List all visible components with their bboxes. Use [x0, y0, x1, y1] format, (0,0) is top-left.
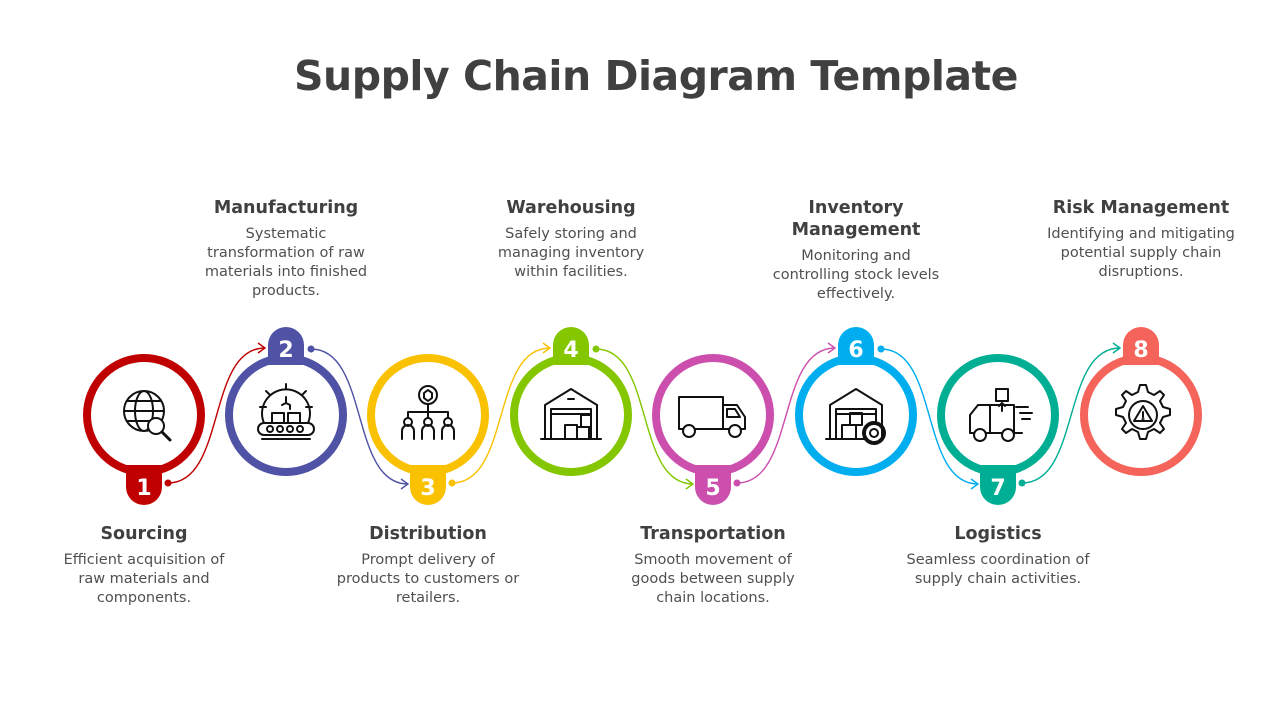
step-3: 3	[367, 354, 489, 505]
step-number-badge	[980, 465, 1016, 505]
step-7: 7	[937, 354, 1059, 505]
step-ring	[937, 354, 1059, 476]
step-number-badge	[1123, 327, 1159, 365]
gear-warning-icon	[1115, 384, 1171, 440]
step-number-badge	[126, 465, 162, 505]
step-number-badge	[268, 327, 304, 365]
step-ring	[83, 354, 205, 476]
step-title: Risk Management	[1052, 198, 1230, 218]
step-title: Logistics	[954, 524, 1042, 544]
step-number: 2	[278, 338, 293, 363]
step-description: Smooth movement of goods between supply …	[631, 552, 795, 606]
step-description: Monitoring and controlling stock levels …	[772, 248, 940, 302]
connector-arrow	[733, 342, 837, 487]
step-number: 4	[563, 338, 578, 363]
step-number-badge	[838, 327, 874, 365]
step-description: Systematic transformation of raw materia…	[204, 226, 368, 299]
distribution-network-icon	[401, 385, 455, 440]
connector-arrow	[1018, 342, 1122, 487]
warehouse-icon	[540, 388, 602, 440]
step-title: Manufacturing	[213, 198, 359, 218]
step-ring	[225, 354, 347, 476]
connector-arrow	[592, 345, 695, 490]
step-number-badge	[553, 327, 589, 365]
step-ring	[652, 354, 774, 476]
step-number: 8	[1133, 338, 1148, 363]
step-5: 5	[652, 354, 774, 505]
page-title: Supply Chain Diagram Template	[294, 52, 1018, 100]
step-description: Seamless coordination of supply chain ac…	[906, 552, 1090, 587]
warehouse-gear-icon	[825, 388, 886, 445]
step-number: 3	[420, 476, 435, 501]
connector-arrow	[164, 342, 267, 487]
step-4: 4	[510, 327, 632, 476]
connector-arrow	[307, 345, 410, 490]
step-description: Identifying and mitigating potential sup…	[1047, 226, 1235, 280]
globe-search-icon	[123, 390, 172, 442]
step-number-badge	[410, 465, 446, 505]
step-description: Prompt delivery of products to customers…	[336, 552, 520, 606]
step-number: 6	[848, 338, 863, 363]
step-title: Transportation	[640, 524, 786, 544]
connector-arrow	[877, 345, 980, 490]
factory-conveyor-icon	[257, 383, 315, 440]
step-number: 1	[136, 476, 151, 501]
delivery-truck-icon	[969, 388, 1033, 442]
step-ring	[1080, 354, 1202, 476]
step-number: 5	[705, 476, 720, 501]
connector-arrow	[448, 342, 552, 487]
step-2: 2	[225, 327, 347, 476]
step-number: 7	[990, 476, 1005, 501]
step-description: Safely storing and managing inventory wi…	[497, 226, 645, 280]
truck-icon	[678, 396, 746, 438]
step-1: 1	[83, 354, 205, 505]
step-number-badge	[695, 465, 731, 505]
step-title: Inventory Management	[791, 198, 921, 240]
step-8: 8	[1080, 327, 1202, 476]
step-description: Efficient acquisition of raw materials a…	[63, 552, 225, 606]
step-title: Distribution	[369, 524, 487, 544]
step-title: Warehousing	[506, 198, 636, 218]
step-title: Sourcing	[100, 524, 188, 544]
step-6: 6	[795, 327, 917, 476]
